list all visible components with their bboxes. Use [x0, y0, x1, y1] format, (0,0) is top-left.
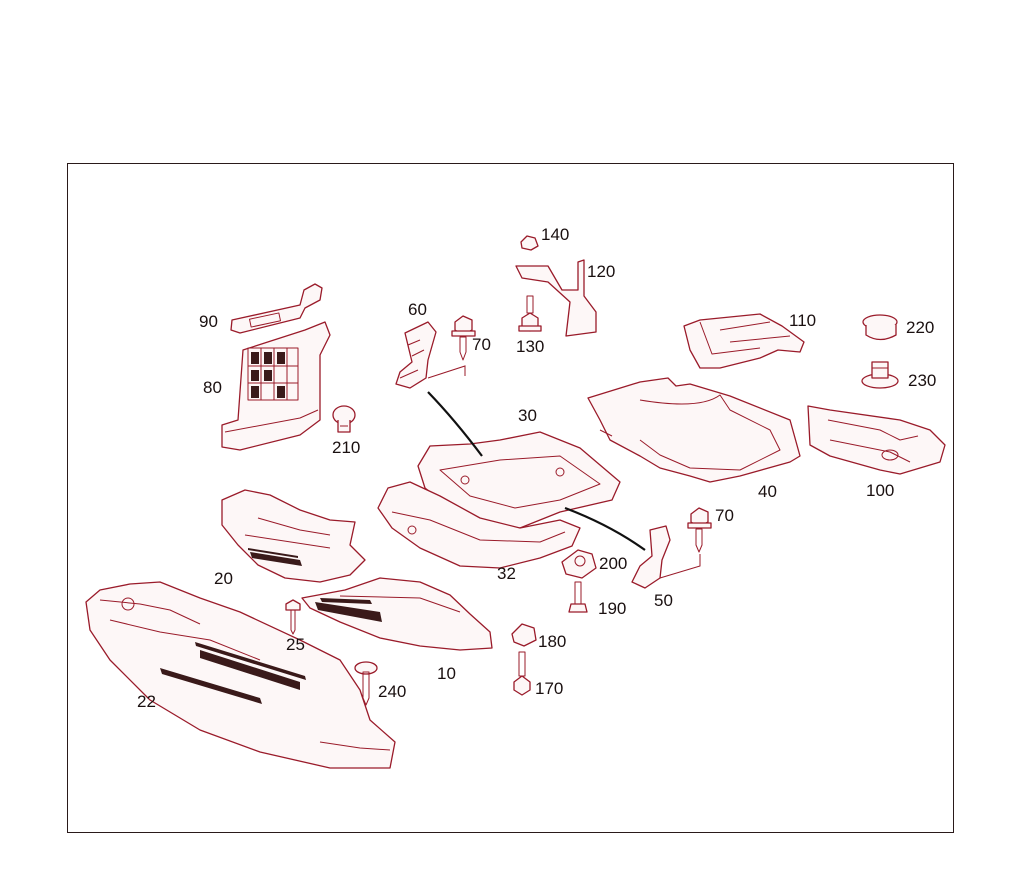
leader-32-to-50 [564, 506, 646, 551]
label-110: 110 [789, 311, 816, 330]
part-210-clip [332, 405, 356, 433]
part-80-side-panel [221, 321, 331, 451]
label-70-upper: 70 [472, 335, 491, 354]
label-80: 80 [203, 378, 222, 397]
part-200-nut [561, 549, 597, 579]
label-70-lower: 70 [715, 506, 734, 525]
label-40: 40 [758, 482, 777, 501]
diagram-frame [67, 163, 954, 833]
label-100: 100 [866, 481, 894, 500]
part-240-bolt [354, 661, 378, 706]
label-90: 90 [199, 312, 218, 331]
label-210: 210 [332, 438, 360, 457]
label-60: 60 [408, 300, 427, 319]
label-220: 220 [906, 318, 934, 337]
label-130: 130 [516, 337, 544, 356]
part-170-screw [513, 651, 531, 696]
part-60-duct [395, 321, 466, 389]
label-230: 230 [908, 371, 936, 390]
part-70-bolt-lower [687, 507, 712, 553]
part-22-shield [85, 581, 396, 769]
part-20-shield [221, 489, 366, 583]
part-32-panel [377, 481, 581, 569]
part-130-bolt [518, 295, 542, 332]
part-120-bracket [515, 259, 597, 337]
label-50: 50 [654, 591, 673, 610]
label-25: 25 [286, 635, 305, 654]
label-20: 20 [214, 569, 233, 588]
part-90-bracket [230, 283, 323, 334]
label-10: 10 [437, 664, 456, 683]
part-220-grommet [862, 314, 898, 341]
label-200: 200 [599, 554, 627, 573]
part-100-panel [807, 405, 946, 475]
label-140: 140 [541, 225, 569, 244]
part-70-bolt-upper [451, 315, 476, 361]
part-140-nut [520, 235, 539, 251]
label-240: 240 [378, 682, 406, 701]
part-50-duct [631, 525, 701, 589]
part-10-shield [301, 577, 493, 651]
label-180: 180 [538, 632, 566, 651]
part-110-cover [683, 313, 805, 369]
label-30: 30 [518, 406, 537, 425]
label-120: 120 [587, 262, 615, 281]
label-170: 170 [535, 679, 563, 698]
part-180-nut [511, 623, 537, 647]
part-190-screw [568, 581, 588, 613]
label-32: 32 [497, 564, 516, 583]
part-40-panel [587, 377, 801, 483]
leader-60-to-30 [427, 391, 483, 457]
part-230-grommet [861, 361, 899, 389]
label-190: 190 [598, 599, 626, 618]
part-25-screw [285, 599, 301, 635]
label-22: 22 [137, 692, 156, 711]
